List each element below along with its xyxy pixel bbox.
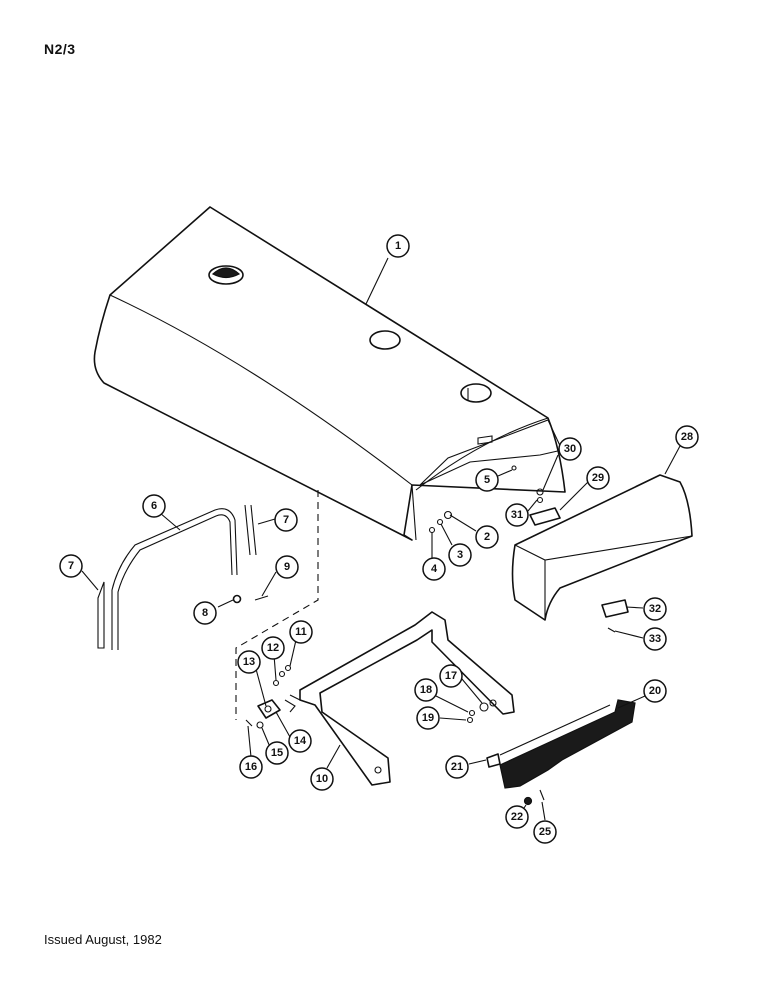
callout-6: 6 [142,494,166,518]
callout-2: 2 [475,525,499,549]
callout-13: 13 [237,650,261,674]
svg-text:25: 25 [539,826,551,838]
rod-fasteners [232,594,269,604]
svg-text:14: 14 [294,735,307,747]
alignment-guide-line [235,490,319,720]
svg-text:9: 9 [284,561,290,573]
callout-9: 9 [275,555,299,579]
svg-text:20: 20 [649,685,661,697]
callout-28: 28 [675,425,699,449]
callout-7a: 7 [274,508,298,532]
svg-text:5: 5 [484,474,490,486]
callout-20: 20 [643,679,667,703]
leader-lines [81,257,681,821]
svg-text:22: 22 [511,811,523,823]
callout-16: 16 [239,755,263,779]
svg-text:31: 31 [511,509,523,521]
svg-text:10: 10 [316,773,328,785]
svg-text:21: 21 [451,761,463,773]
svg-text:17: 17 [445,670,457,682]
callout-25: 25 [533,820,557,844]
svg-text:7: 7 [68,560,74,572]
callout-31: 31 [505,503,529,527]
callout-1: 1 [386,234,410,258]
callout-7b: 7 [59,554,83,578]
callout-8: 8 [193,601,217,625]
svg-text:18: 18 [420,684,432,696]
svg-text:11: 11 [295,626,307,638]
callout-15: 15 [265,741,289,765]
svg-text:6: 6 [151,500,157,512]
shield-fasteners [486,753,545,806]
callout-3: 3 [448,543,472,567]
cover-clip [601,599,629,633]
frame-washers [466,702,489,724]
svg-text:16: 16 [245,761,257,773]
callout-12: 12 [261,636,285,660]
callout-32: 32 [643,597,667,621]
svg-text:2: 2 [484,531,490,543]
svg-text:7: 7 [283,514,289,526]
svg-text:32: 32 [649,603,661,615]
svg-text:15: 15 [271,747,283,759]
hood-panel [93,206,566,541]
callout-11: 11 [289,620,313,644]
svg-text:19: 19 [422,712,434,724]
callout-30: 30 [558,437,582,461]
callout-10: 10 [310,767,334,791]
support-frame [289,611,515,786]
callout-33: 33 [643,627,667,651]
callout-18: 18 [414,678,438,702]
svg-text:28: 28 [681,431,693,443]
svg-text:33: 33 [649,633,661,645]
latch-hardware [245,664,296,729]
svg-text:4: 4 [431,563,438,575]
callout-29: 29 [586,466,610,490]
svg-text:8: 8 [202,607,208,619]
svg-text:12: 12 [267,642,279,654]
issue-date: Issued August, 1982 [44,932,162,947]
svg-text:13: 13 [243,656,255,668]
hood-support-rods [97,504,257,650]
callout-21: 21 [445,755,469,779]
callout-4: 4 [422,557,446,581]
callout-5: 5 [475,468,499,492]
callout-17: 17 [439,664,463,688]
page-code: N2/3 [44,41,76,57]
front-cover [511,474,693,621]
callout-19: 19 [416,706,440,730]
callout-14: 14 [288,729,312,753]
svg-text:30: 30 [564,443,576,455]
cover-bracket [529,488,561,526]
svg-text:3: 3 [457,549,463,561]
svg-text:29: 29 [592,472,604,484]
svg-text:1: 1 [395,240,401,252]
callout-22: 22 [505,805,529,829]
lower-shield [499,699,636,789]
